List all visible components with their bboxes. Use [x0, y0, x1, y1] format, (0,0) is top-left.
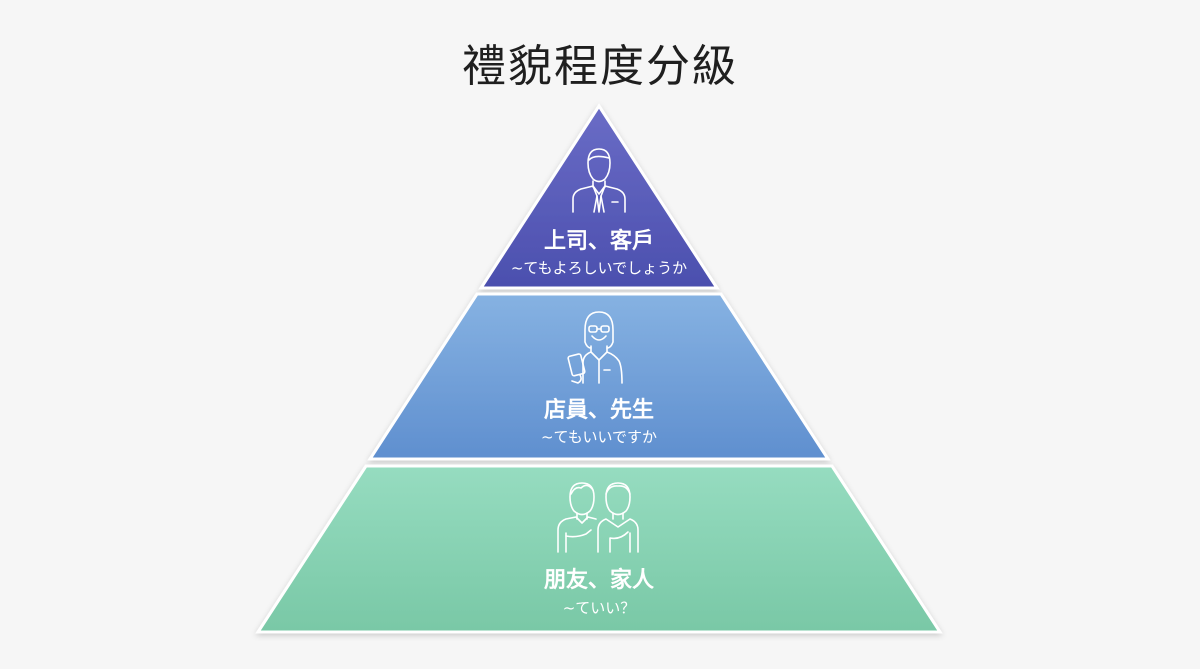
tier-bottom: 朋友、家人 ~ていい？ [255, 464, 943, 634]
tier-top-shape [478, 103, 720, 290]
tier-bottom-phrase: ~ていい？ [563, 599, 636, 617]
tier-middle-label: 店員、先生 [544, 398, 654, 423]
tier-top-label: 上司、客戶 [544, 228, 654, 254]
tier-top-phrase: ~てもよろしいでしょうか [511, 259, 687, 277]
tier-top: 上司、客戶 ~てもよろしいでしょうか [478, 103, 720, 290]
businessman-icon [572, 148, 626, 213]
page-title: 禮貌程度分級 [462, 41, 738, 92]
tier-middle: 店員、先生 ~てもいいですか [367, 292, 831, 461]
tier-middle-phrase: ~てもいいですか [541, 428, 657, 446]
friends-icon [557, 482, 639, 553]
tier-bottom-shape [255, 464, 943, 634]
clerk-with-clipboard-icon [567, 311, 623, 384]
tier-bottom-label: 朋友、家人 [544, 567, 654, 593]
